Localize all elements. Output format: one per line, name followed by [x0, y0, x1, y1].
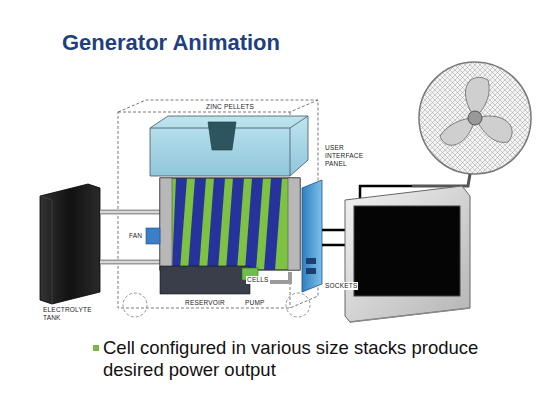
cell-plate — [264, 178, 282, 270]
part-label: FAN — [128, 232, 143, 240]
cell-plate — [226, 178, 244, 270]
cell-plate — [172, 178, 187, 270]
cell-plate — [188, 178, 206, 270]
part-label: ZINC PELLETS — [205, 103, 255, 111]
part-label: CELLS — [246, 276, 270, 284]
part-label: PUMP — [244, 299, 266, 307]
cell-plate — [207, 178, 225, 270]
cell-plate — [245, 178, 263, 270]
part-label: RESERVOIR — [184, 299, 226, 307]
bullet-caption: Cell configured in various size stacks p… — [103, 337, 523, 381]
part-label: USER INTERFACE PANEL — [324, 144, 366, 168]
slide-title: Generator Animation — [62, 30, 280, 56]
part-label: ELECTROLYTE TANK — [42, 306, 100, 322]
part-label: SOCKETS — [324, 282, 358, 290]
